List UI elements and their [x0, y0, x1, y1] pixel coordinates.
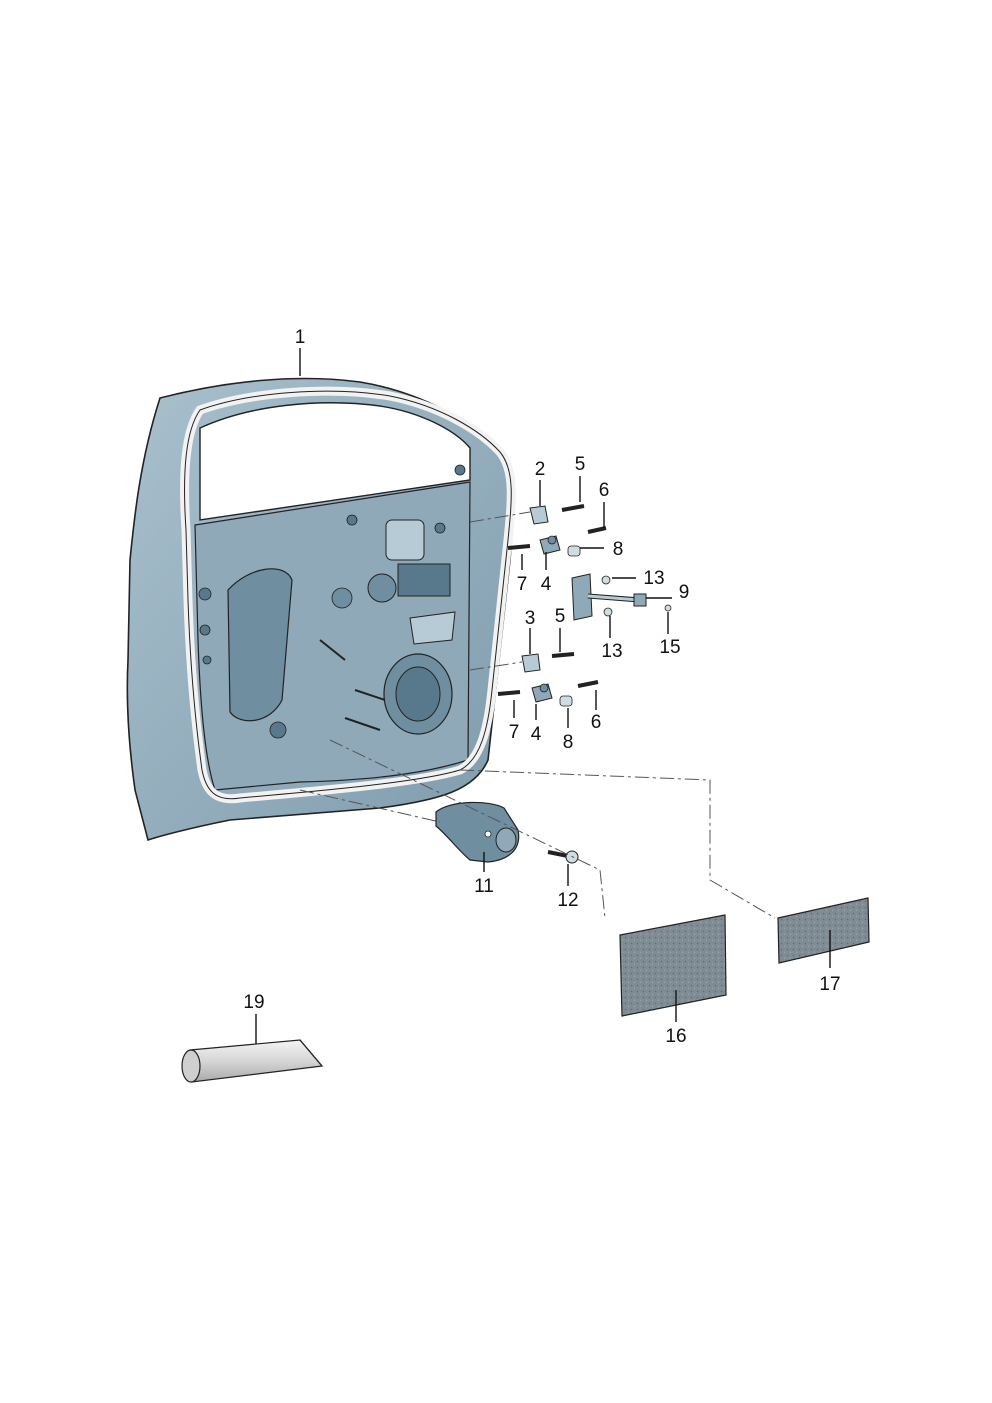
label-door-check: 9 [679, 582, 690, 603]
label-damping-mat-1: 16 [665, 1026, 686, 1047]
label-check-screw-bottom: 13 [601, 641, 622, 662]
label-check-screw-small: 15 [659, 637, 680, 658]
hinge-lower [497, 652, 599, 707]
label-bush-upper: 8 [613, 539, 624, 560]
label-screw-upper: 6 [599, 480, 610, 501]
label-damping-mat-2: 17 [819, 974, 840, 995]
label-bracket: 11 [474, 876, 494, 897]
label-bracket-screw: 12 [557, 890, 578, 911]
label-door-shell: 1 [295, 327, 306, 348]
label-check-screw-top: 13 [643, 568, 664, 589]
label-hinge-upper-part: 2 [535, 459, 546, 480]
label-hinge-lower-body: 4 [531, 724, 542, 745]
label-bolt-upper: 5 [575, 454, 586, 475]
label-bolt-lower: 5 [555, 606, 566, 627]
label-bolt-left-lower: 7 [509, 722, 520, 743]
label-bush-lower: 8 [563, 732, 574, 753]
door-check [571, 573, 672, 621]
label-sealant-tube: 19 [243, 992, 264, 1013]
damping-mat-16 [619, 914, 727, 1017]
door-shell [126, 377, 516, 842]
sealant-tube [181, 1039, 324, 1083]
label-hinge-upper-body: 4 [541, 574, 552, 595]
inner-cutout-right [397, 563, 451, 597]
label-hinge-lower-part: 3 [525, 608, 536, 629]
callout-labels: 1 2 5 6 8 7 4 13 9 3 5 13 15 7 4 6 8 11 … [243, 327, 840, 1047]
assembly-lines [299, 511, 776, 919]
leader-lines [255, 348, 831, 1044]
window-opening [199, 402, 471, 521]
damping-mat-17 [777, 897, 870, 964]
inner-cutout-left [227, 568, 293, 722]
bracket [435, 801, 520, 863]
hinge-upper [507, 504, 607, 557]
label-screw-lower: 6 [591, 712, 602, 733]
label-bolt-left-upper: 7 [517, 574, 528, 595]
